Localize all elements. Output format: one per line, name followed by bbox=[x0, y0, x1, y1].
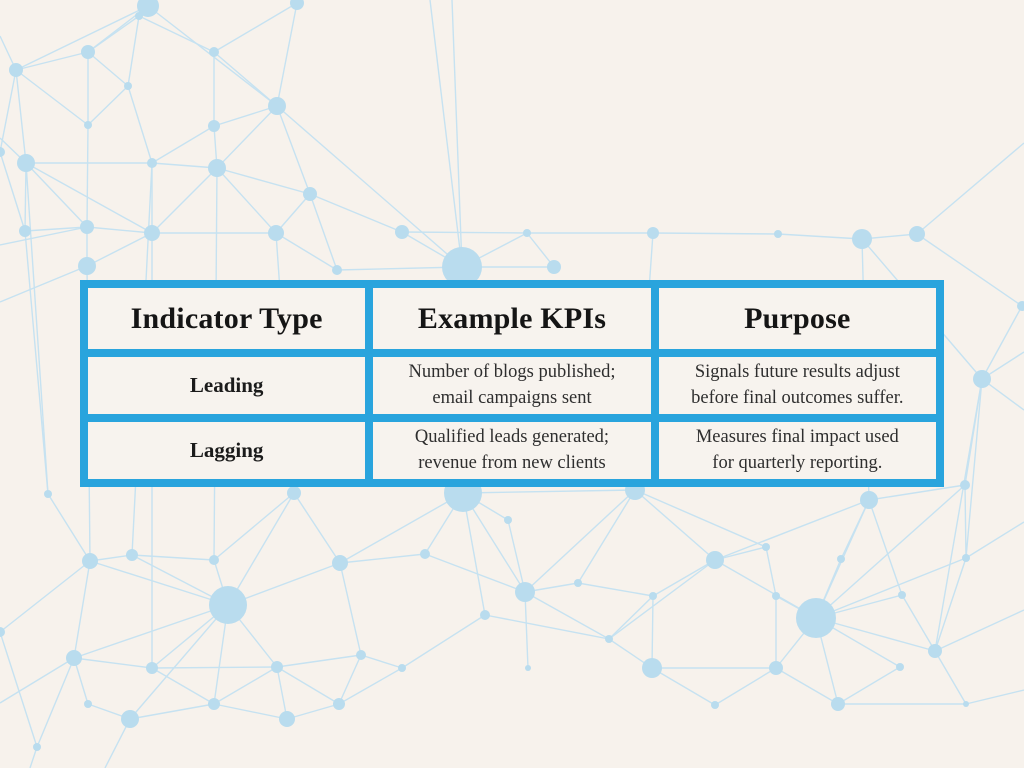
cell-leading-indicator: Leading bbox=[88, 357, 366, 414]
cell-lagging-purpose: Measures final impact used for quarterly… bbox=[658, 422, 936, 479]
kpi-indicator-table: Indicator Type Example KPIs Purpose Lead… bbox=[80, 280, 944, 487]
header-cell-indicator-type: Indicator Type bbox=[88, 288, 366, 349]
cell-leading-kpis: Number of blogs published; email campaig… bbox=[373, 357, 651, 414]
cell-lagging-indicator: Lagging bbox=[88, 422, 366, 479]
header-cell-purpose: Purpose bbox=[658, 288, 936, 349]
header-cell-example-kpis: Example KPIs bbox=[373, 288, 651, 349]
cell-lagging-kpis: Qualified leads generated; revenue from … bbox=[373, 422, 651, 479]
cell-leading-purpose: Signals future results adjust before fin… bbox=[658, 357, 936, 414]
